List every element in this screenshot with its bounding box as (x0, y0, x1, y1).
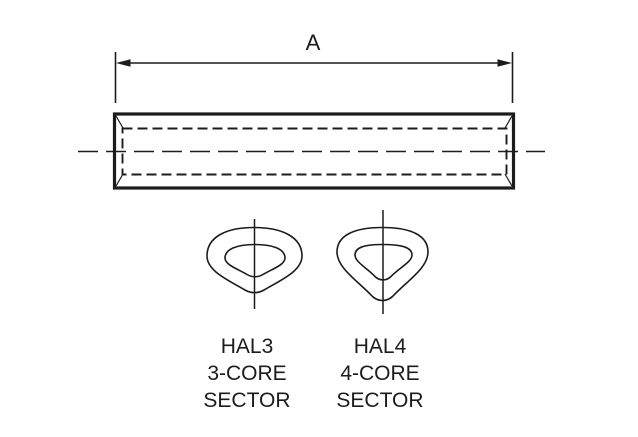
hal4-inner-profile (354, 243, 413, 281)
tube-chamfer-bottom-right (504, 173, 513, 187)
hal3-cross-section (206, 219, 303, 309)
hal4-cross-section (336, 210, 429, 314)
dimension-label: A (306, 30, 321, 55)
hal3-inner-profile (224, 243, 286, 278)
hal4-model-label: HAL4 (354, 335, 407, 358)
hal3-cores-label: 3-CORE (207, 362, 286, 385)
hal4-caption: HAL4 4-CORE SECTOR (336, 335, 423, 412)
hal4-cores-label: 4-CORE (340, 362, 419, 385)
tube-chamfer-top-left (115, 115, 124, 129)
tube-chamfer-top-right (504, 115, 513, 129)
dimension-group: A (114, 30, 514, 103)
hal4-outer-profile (336, 226, 429, 302)
hal4-type-label: SECTOR (336, 389, 423, 412)
hal3-outer-profile (206, 226, 303, 294)
hal3-model-label: HAL3 (221, 335, 274, 358)
hal3-type-label: SECTOR (203, 389, 290, 412)
dimension-arrowhead-left (116, 59, 131, 67)
dimension-arrowhead-right (497, 59, 512, 67)
tube-outline (112, 112, 516, 190)
hal3-caption: HAL3 3-CORE SECTOR (203, 335, 290, 412)
tube-hidden-bore-line (121, 127, 508, 176)
tube-side-view (78, 112, 545, 190)
tube-chamfer-bottom-left (115, 173, 124, 187)
